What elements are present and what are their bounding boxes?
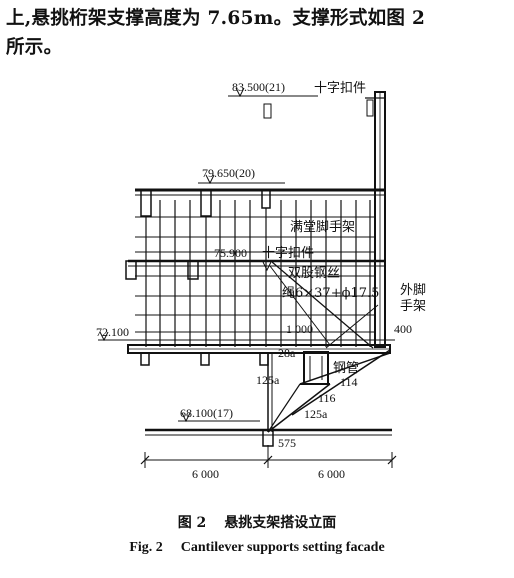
wire-rope-upper bbox=[271, 261, 374, 349]
label-full-scaffold: 满堂脚手架 bbox=[290, 219, 355, 235]
figure-labels: 83.500(21) 十字扣件 79.650(20) 满堂脚手架 75.900 … bbox=[96, 80, 426, 481]
elev-top-triangle bbox=[235, 87, 245, 98]
caption-en-number: Fig. 2 bbox=[129, 540, 163, 555]
scaffold-elevation-figure: 83.500(21) 十字扣件 79.650(20) 满堂脚手架 75.900 … bbox=[96, 80, 426, 481]
label-dim-1000: 1 000 bbox=[286, 322, 313, 336]
label-outer-scaffold-1: 外脚 bbox=[400, 282, 426, 298]
caption-cn-number: 图 2 bbox=[177, 515, 207, 531]
label-elev-bottom: 68.100(17) bbox=[180, 406, 233, 420]
label-wire-rope-2: 绳6×37+ϕ17.5 bbox=[282, 286, 379, 301]
label-wire-rope-1: 双股钢丝 bbox=[288, 266, 340, 281]
label-dim-400: 400 bbox=[394, 322, 412, 336]
label-cross-fastener-top: 十字扣件 bbox=[314, 81, 366, 96]
label-cross-fastener-mid: 十字扣件 bbox=[262, 246, 314, 261]
label-steel-pipe: 钢管 bbox=[333, 361, 359, 376]
body-paragraph: 上,悬挑桁架支撑高度为 7.65m。支撑形式如图 2 所示。 bbox=[6, 4, 506, 62]
label-span-left: 6 000 bbox=[192, 467, 219, 481]
paragraph-line-1: 上,悬挑桁架支撑高度为 7.65m。支撑形式如图 2 bbox=[6, 8, 426, 29]
label-114: 114 bbox=[340, 375, 358, 389]
label-elev-left: 72.100 bbox=[96, 325, 129, 339]
label-elev-mid: 79.650(20) bbox=[202, 166, 255, 180]
top-post-block bbox=[263, 103, 272, 119]
label-beam-125a-right: 125a bbox=[304, 407, 328, 421]
scaffold-posts bbox=[145, 200, 371, 347]
label-beam-28a: 28a bbox=[278, 346, 296, 360]
paragraph-line-2: 所示。 bbox=[6, 37, 63, 58]
caption-cn-title: 悬挑支架搭设立面 bbox=[224, 515, 337, 531]
label-dim-575: 575 bbox=[278, 436, 296, 450]
strut-right bbox=[299, 352, 391, 385]
label-span-right: 6 000 bbox=[318, 467, 345, 481]
label-outer-scaffold-2: 手架 bbox=[400, 299, 426, 314]
label-elev-level: 75.900 bbox=[214, 246, 247, 260]
label-beam-125a-left: 125a bbox=[256, 373, 280, 387]
label-elev-top: 83.500(21) bbox=[232, 80, 285, 94]
figure-caption-cn: 图 2 悬挑支架搭设立面 bbox=[0, 512, 514, 532]
scaffold-drawing bbox=[98, 87, 397, 468]
figure-caption-en: Fig. 2 Cantilever supports setting facade bbox=[0, 540, 514, 556]
caption-en-title: Cantilever supports setting facade bbox=[180, 540, 385, 555]
label-116: 116 bbox=[318, 391, 336, 405]
